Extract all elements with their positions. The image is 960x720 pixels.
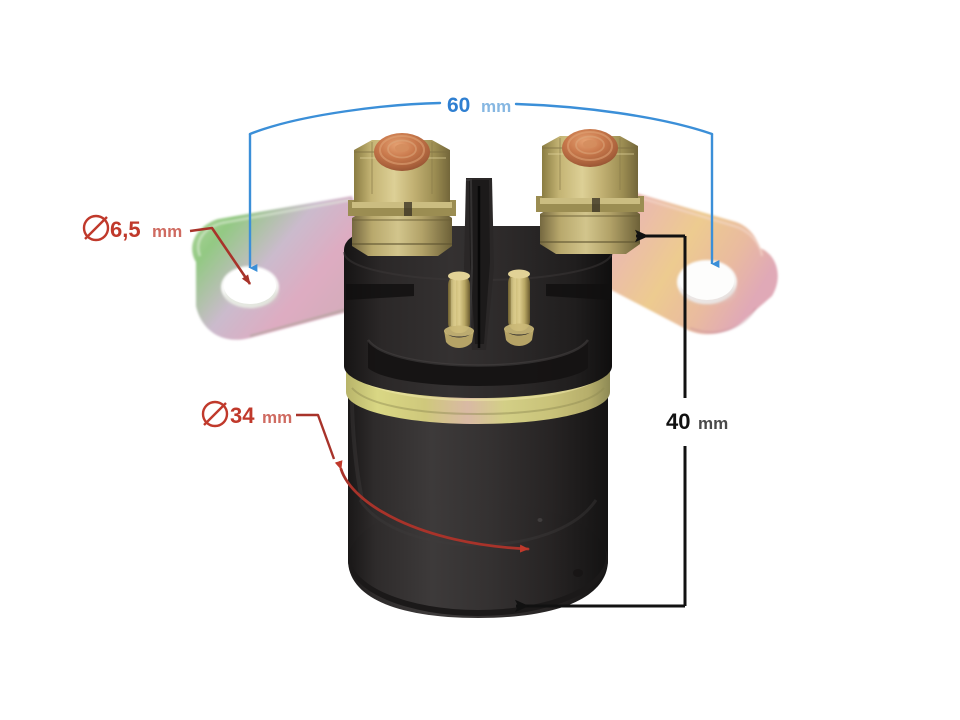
- dimension-34mm-unit: mm: [262, 408, 292, 427]
- diameter-symbol-icon-65: [82, 214, 110, 242]
- dimension-40mm-value: 40: [666, 409, 690, 434]
- dimension-6.5mm: 6,5 mm: [82, 214, 252, 285]
- left-mounting-hole: [221, 266, 279, 308]
- dimension-34mm-value: 34: [230, 403, 255, 428]
- left-trigger-pin: [444, 271, 474, 348]
- dimension-60mm: 60 mm: [248, 94, 720, 272]
- diameter-symbol-icon-34: [201, 400, 229, 428]
- right-mounting-hole: [677, 260, 737, 304]
- dimension-40mm: 40 mm: [515, 229, 728, 613]
- dimension-60mm-value: 60: [447, 94, 470, 117]
- dimension-60mm-unit: mm: [481, 97, 511, 116]
- right-terminal-stud: [536, 129, 644, 254]
- left-terminal-stud: [348, 133, 456, 256]
- dimension-34mm: 34 mm: [201, 400, 530, 553]
- dimension-6.5mm-value: 6,5: [110, 217, 141, 242]
- right-trigger-pin: [504, 269, 534, 346]
- terminal-housing: [343, 178, 613, 398]
- dimension-40mm-unit: mm: [698, 414, 728, 433]
- dimension-6.5mm-unit: mm: [152, 222, 182, 241]
